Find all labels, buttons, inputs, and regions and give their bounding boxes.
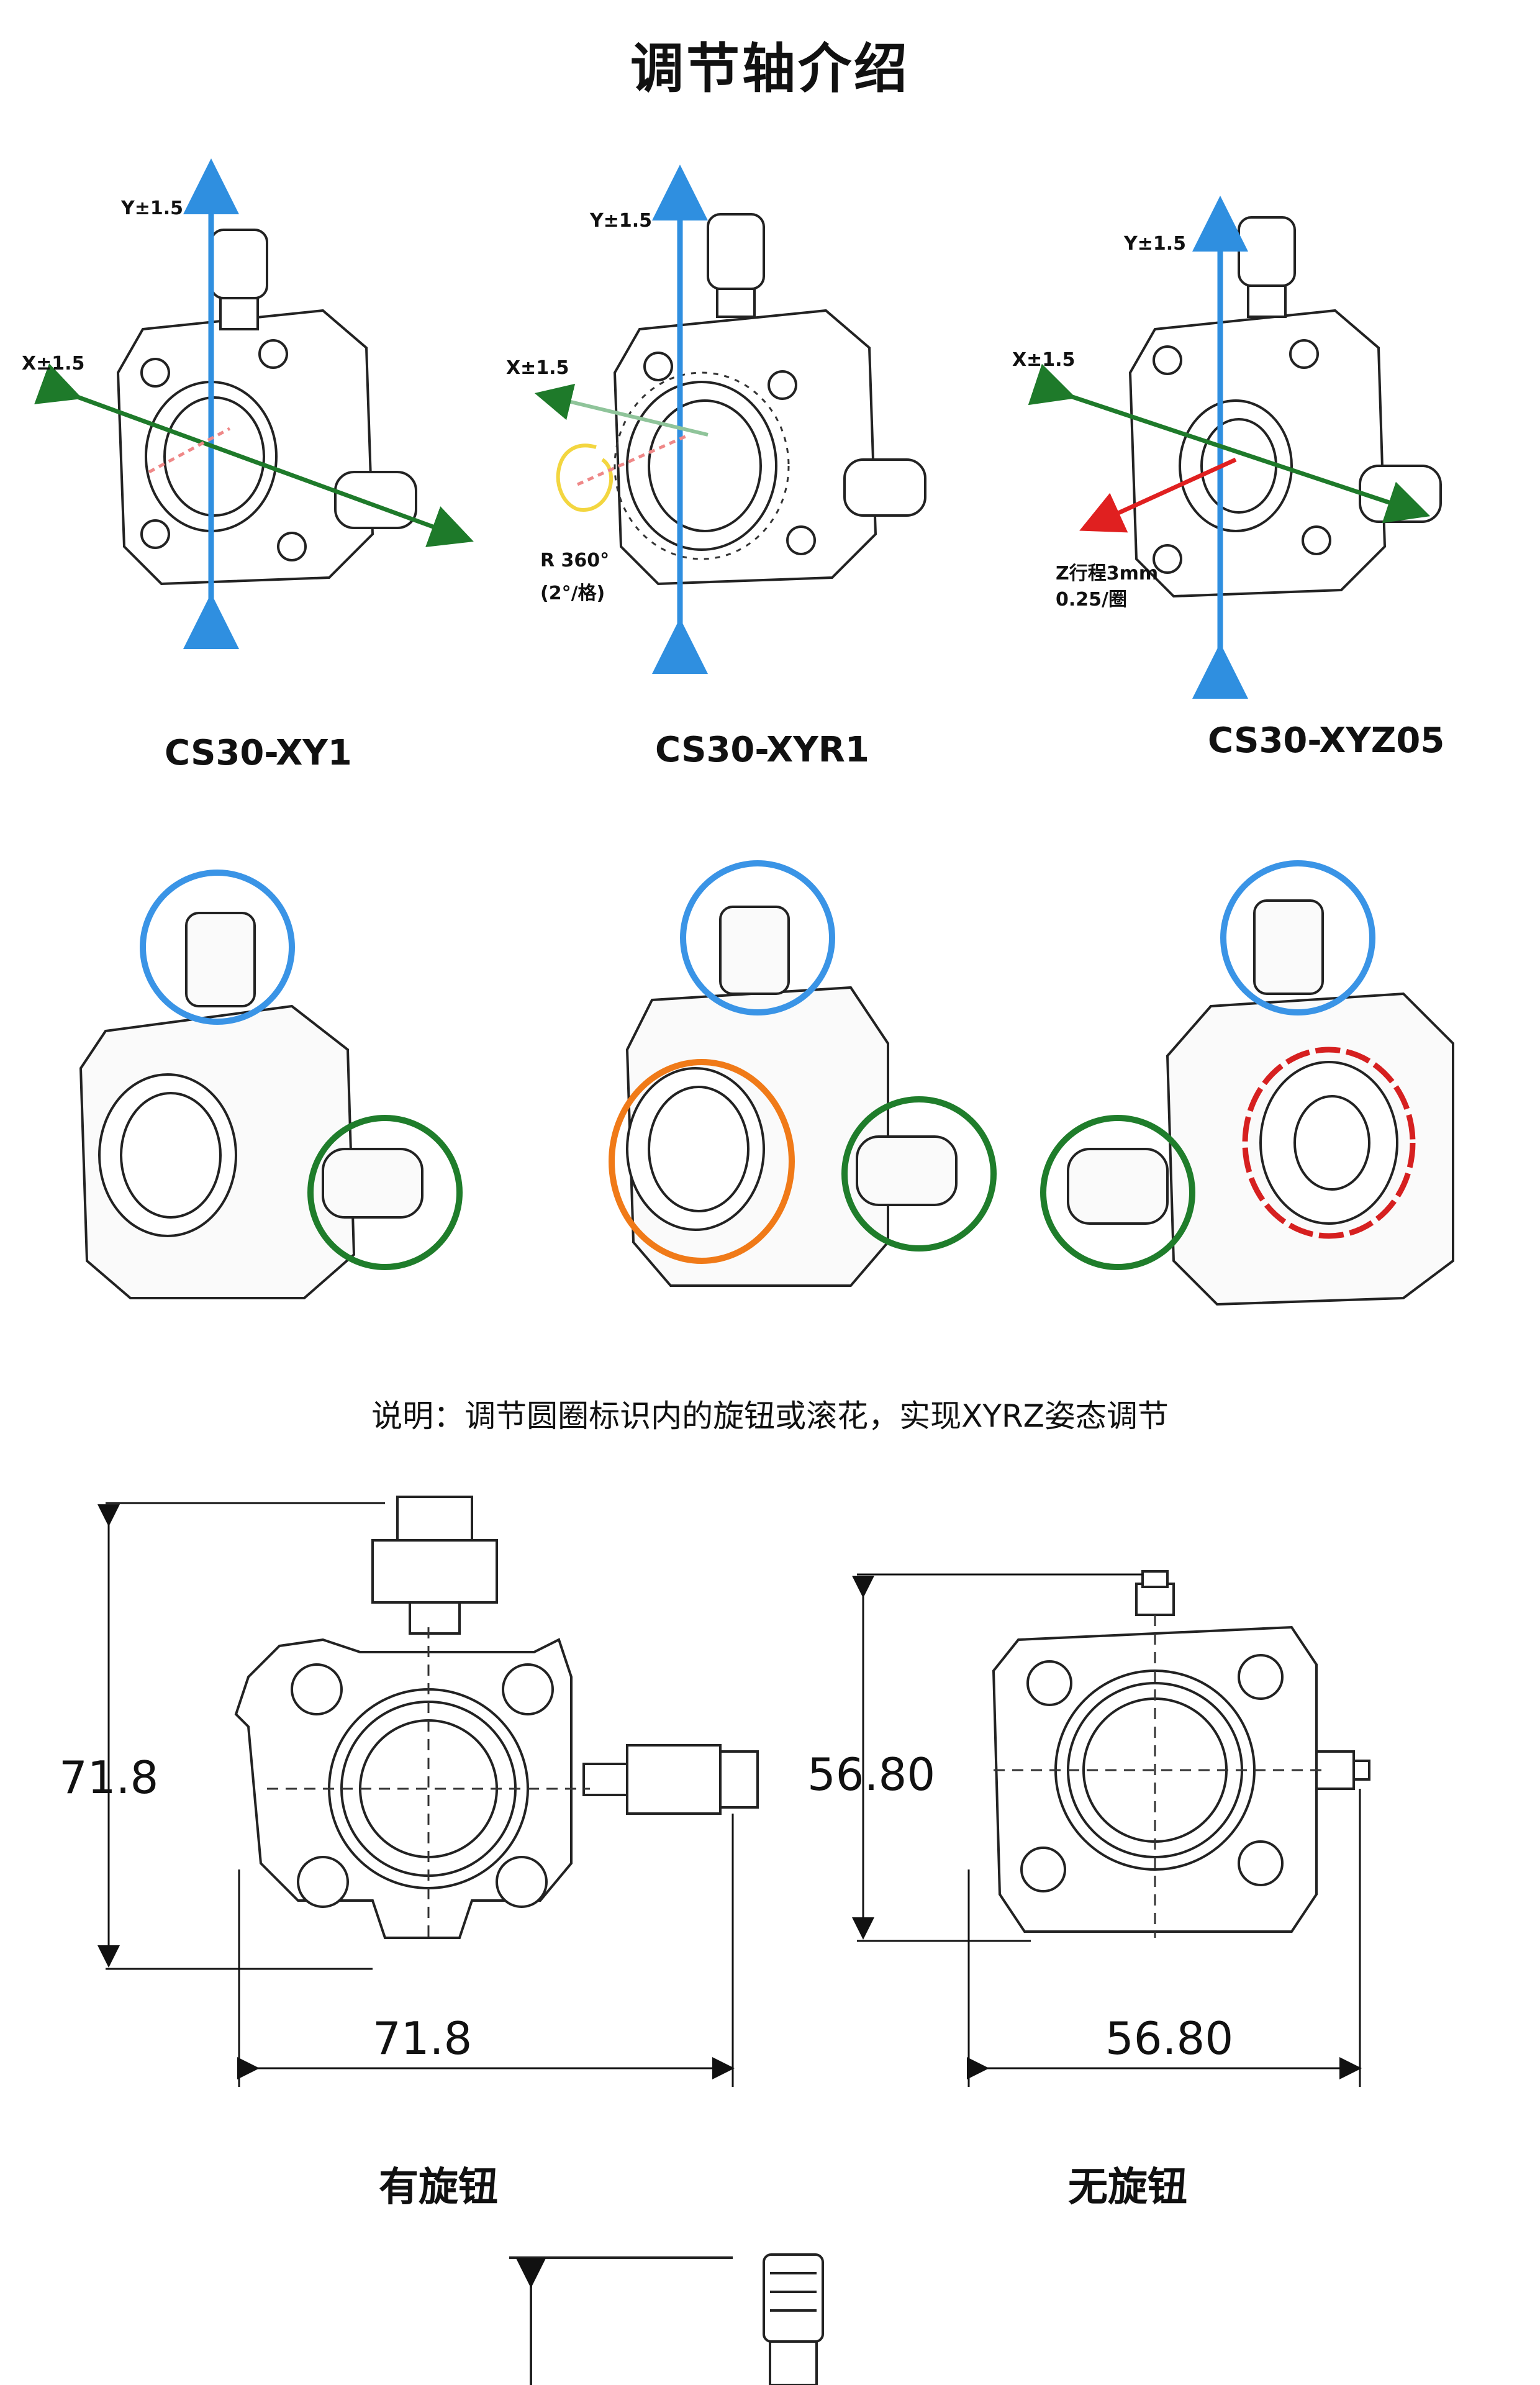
p3-x-label: X±1.5 xyxy=(1012,349,1076,371)
product-1-photo xyxy=(79,912,424,1299)
dim-right-height: 56.80 xyxy=(807,1748,936,1801)
ring-orange-2 xyxy=(609,1059,795,1264)
dim-right-drawing xyxy=(992,1570,1370,1933)
p3-y-label: Y±1.5 xyxy=(1124,233,1187,255)
ring-green-3 xyxy=(1040,1115,1195,1270)
dim-left-height: 71.8 xyxy=(59,1751,159,1804)
product-3-photo xyxy=(1067,899,1454,1306)
p1-x-label: X±1.5 xyxy=(22,353,85,375)
ring-blue-2 xyxy=(680,860,835,1015)
bottom-partial-drawing xyxy=(509,2253,824,2385)
dim-right-width: 56.80 xyxy=(1105,2012,1234,2065)
p2-model: CS30-XYR1 xyxy=(655,730,869,770)
p2-y-label: Y±1.5 xyxy=(590,210,653,232)
product-1-drawing xyxy=(116,229,417,586)
dim-left-drawing xyxy=(234,1496,759,1939)
ring-blue-3 xyxy=(1220,860,1375,1015)
p3-z-label-2: 0.25/圈 xyxy=(1056,589,1127,611)
page-title: 调节轴介绍 xyxy=(630,38,910,100)
p3-model: CS30-XYZ05 xyxy=(1208,720,1445,761)
dim-left-width: 71.8 xyxy=(373,2012,473,2065)
product-2-photo xyxy=(625,906,958,1287)
p2-r-label-2: (2°/格) xyxy=(540,583,605,604)
caption-without-knob: 无旋钮 xyxy=(1068,2165,1187,2210)
ring-red-3 xyxy=(1242,1047,1416,1239)
p2-r-label-1: R 360° xyxy=(540,550,610,571)
product-3-drawing xyxy=(1128,216,1442,598)
caption-with-knob: 有旋钮 xyxy=(379,2165,498,2210)
note-text: 说明：调节圆圈标识内的旋钮或滚花，实现XYRZ姿态调节 xyxy=(371,1398,1169,1434)
knurl-ring xyxy=(614,371,790,560)
p3-z-label-1: Z行程3mm xyxy=(1056,563,1159,584)
ring-blue-1 xyxy=(140,870,295,1025)
ring-green-1 xyxy=(307,1115,463,1270)
p1-model: CS30-XY1 xyxy=(165,733,352,773)
product-2-drawing xyxy=(613,213,926,586)
p2-x-label: X±1.5 xyxy=(506,357,569,379)
p1-y-label: Y±1.5 xyxy=(121,198,184,219)
ring-green-2 xyxy=(841,1096,997,1252)
